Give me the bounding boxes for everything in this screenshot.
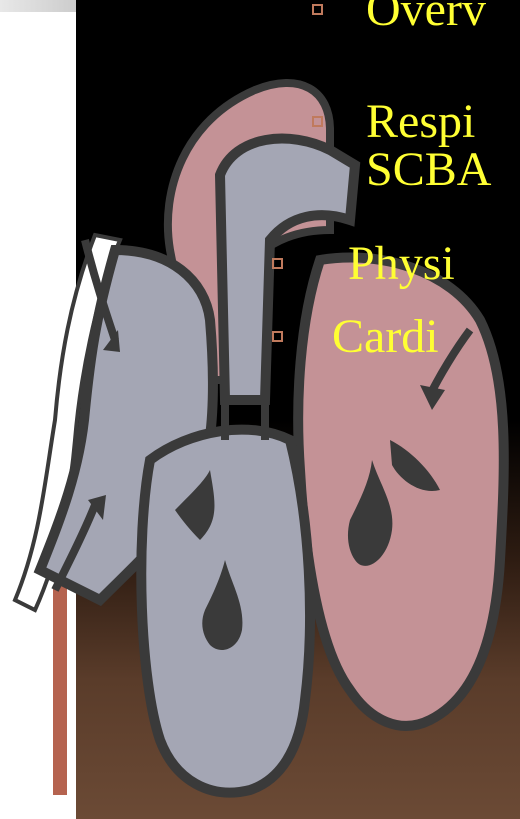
bullet-text: Respi — [366, 96, 475, 148]
bullet-text: SCBA — [366, 144, 491, 196]
bullet-text: Physi — [348, 238, 455, 290]
square-bullet-icon — [272, 331, 283, 342]
bullet-text: Overv — [366, 0, 486, 36]
square-bullet-icon — [312, 116, 323, 127]
bullet-text: Cardi — [332, 311, 439, 363]
square-bullet-icon — [312, 4, 323, 15]
square-bullet-icon — [272, 258, 283, 269]
